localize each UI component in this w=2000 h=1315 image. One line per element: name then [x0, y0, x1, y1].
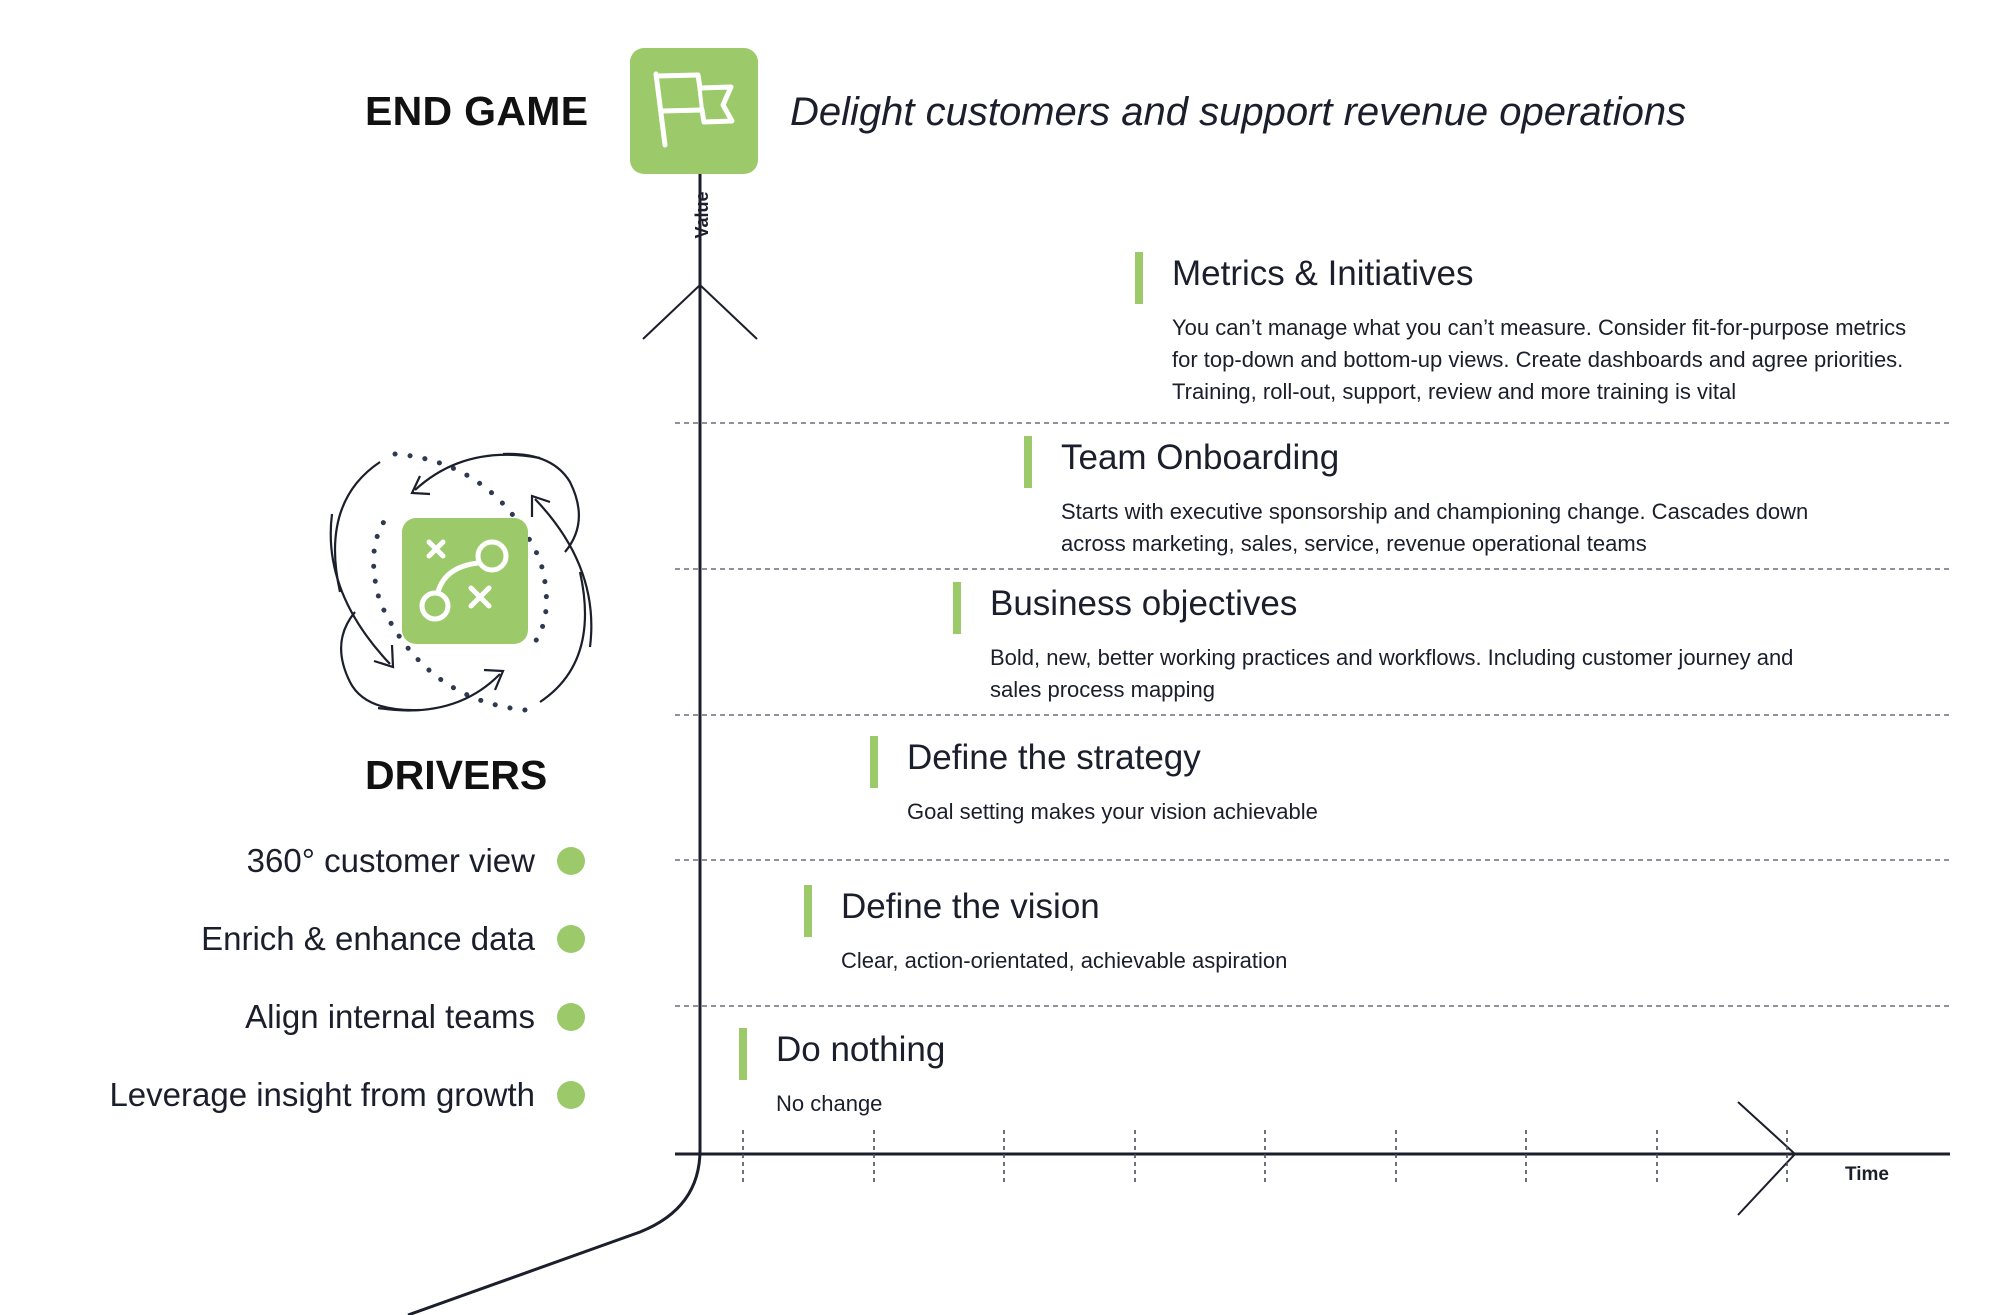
driver-label: Align internal teams [245, 998, 535, 1035]
level-description-line: across marketing, sales, service, revenu… [1061, 531, 1647, 556]
bullet-dot-icon [557, 1081, 585, 1109]
driver-item: Leverage insight from growth [40, 1056, 585, 1134]
level-separators [675, 422, 1952, 1007]
end-game-tagline: Delight customers and support revenue op… [790, 90, 1687, 134]
level-description: No change [776, 1088, 882, 1120]
connector-curve [407, 174, 702, 1315]
level-title: Define the strategy [907, 738, 1201, 777]
driver-label: Enrich & enhance data [201, 920, 535, 957]
level-accent-bar [870, 736, 878, 788]
level-accent-bar [739, 1028, 747, 1080]
level-description: Starts with executive sponsorship and ch… [1061, 496, 1808, 560]
level-accent-bar [953, 582, 961, 634]
bullet-dot-icon [557, 847, 585, 875]
x-axis-label: Time [1845, 1164, 1890, 1185]
driver-label: 360° customer view [246, 842, 535, 879]
end-game-title: END GAME [365, 88, 589, 134]
driver-item: Enrich & enhance data [40, 900, 585, 978]
bullet-dot-icon [557, 1003, 585, 1031]
level-title: Team Onboarding [1061, 438, 1340, 477]
driver-item: 360° customer view [40, 822, 585, 900]
level-title: Do nothing [776, 1030, 946, 1069]
level-title: Metrics & Initiatives [1172, 254, 1474, 293]
level-title: Business objectives [990, 584, 1298, 623]
x-axis-arrow [1737, 1101, 1797, 1216]
level-description-line: Goal setting makes your vision achievabl… [907, 799, 1318, 824]
bullet-dot-icon [557, 925, 585, 953]
y-axis-label: Value [692, 191, 712, 239]
level-description-line: Bold, new, better working practices and … [990, 645, 1794, 670]
level-description: Clear, action-orientated, achievable asp… [841, 945, 1287, 977]
level-accent-bar [1024, 436, 1032, 488]
level-description-line: You can’t manage what you can’t measure.… [1172, 315, 1907, 340]
level-description: Bold, new, better working practices and … [990, 642, 1793, 706]
drivers-list: 360° customer view Enrich & enhance data… [40, 822, 585, 1134]
flag-icon [630, 48, 758, 174]
level-description-line: for top-down and bottom-up views. Create… [1172, 347, 1904, 372]
y-axis-arrow [642, 283, 758, 340]
driver-item: Align internal teams [40, 978, 585, 1056]
x-axis-ticks [742, 1130, 1788, 1182]
driver-label: Leverage insight from growth [109, 1076, 535, 1113]
drivers-title: DRIVERS [365, 752, 548, 798]
level-accent-bar [804, 885, 812, 937]
level-description-line: Training, roll-out, support, review and … [1172, 379, 1737, 404]
level-description: You can’t manage what you can’t measure.… [1172, 312, 1906, 408]
level-accent-bar [1135, 252, 1143, 304]
strategy-play-icon [329, 451, 593, 713]
level-title: Define the vision [841, 887, 1100, 926]
level-description-line: Starts with executive sponsorship and ch… [1061, 499, 1809, 524]
level-description-line: No change [776, 1091, 883, 1116]
level-description-line: Clear, action-orientated, achievable asp… [841, 948, 1288, 973]
level-description-line: sales process mapping [990, 677, 1216, 702]
level-description: Goal setting makes your vision achievabl… [907, 796, 1318, 828]
